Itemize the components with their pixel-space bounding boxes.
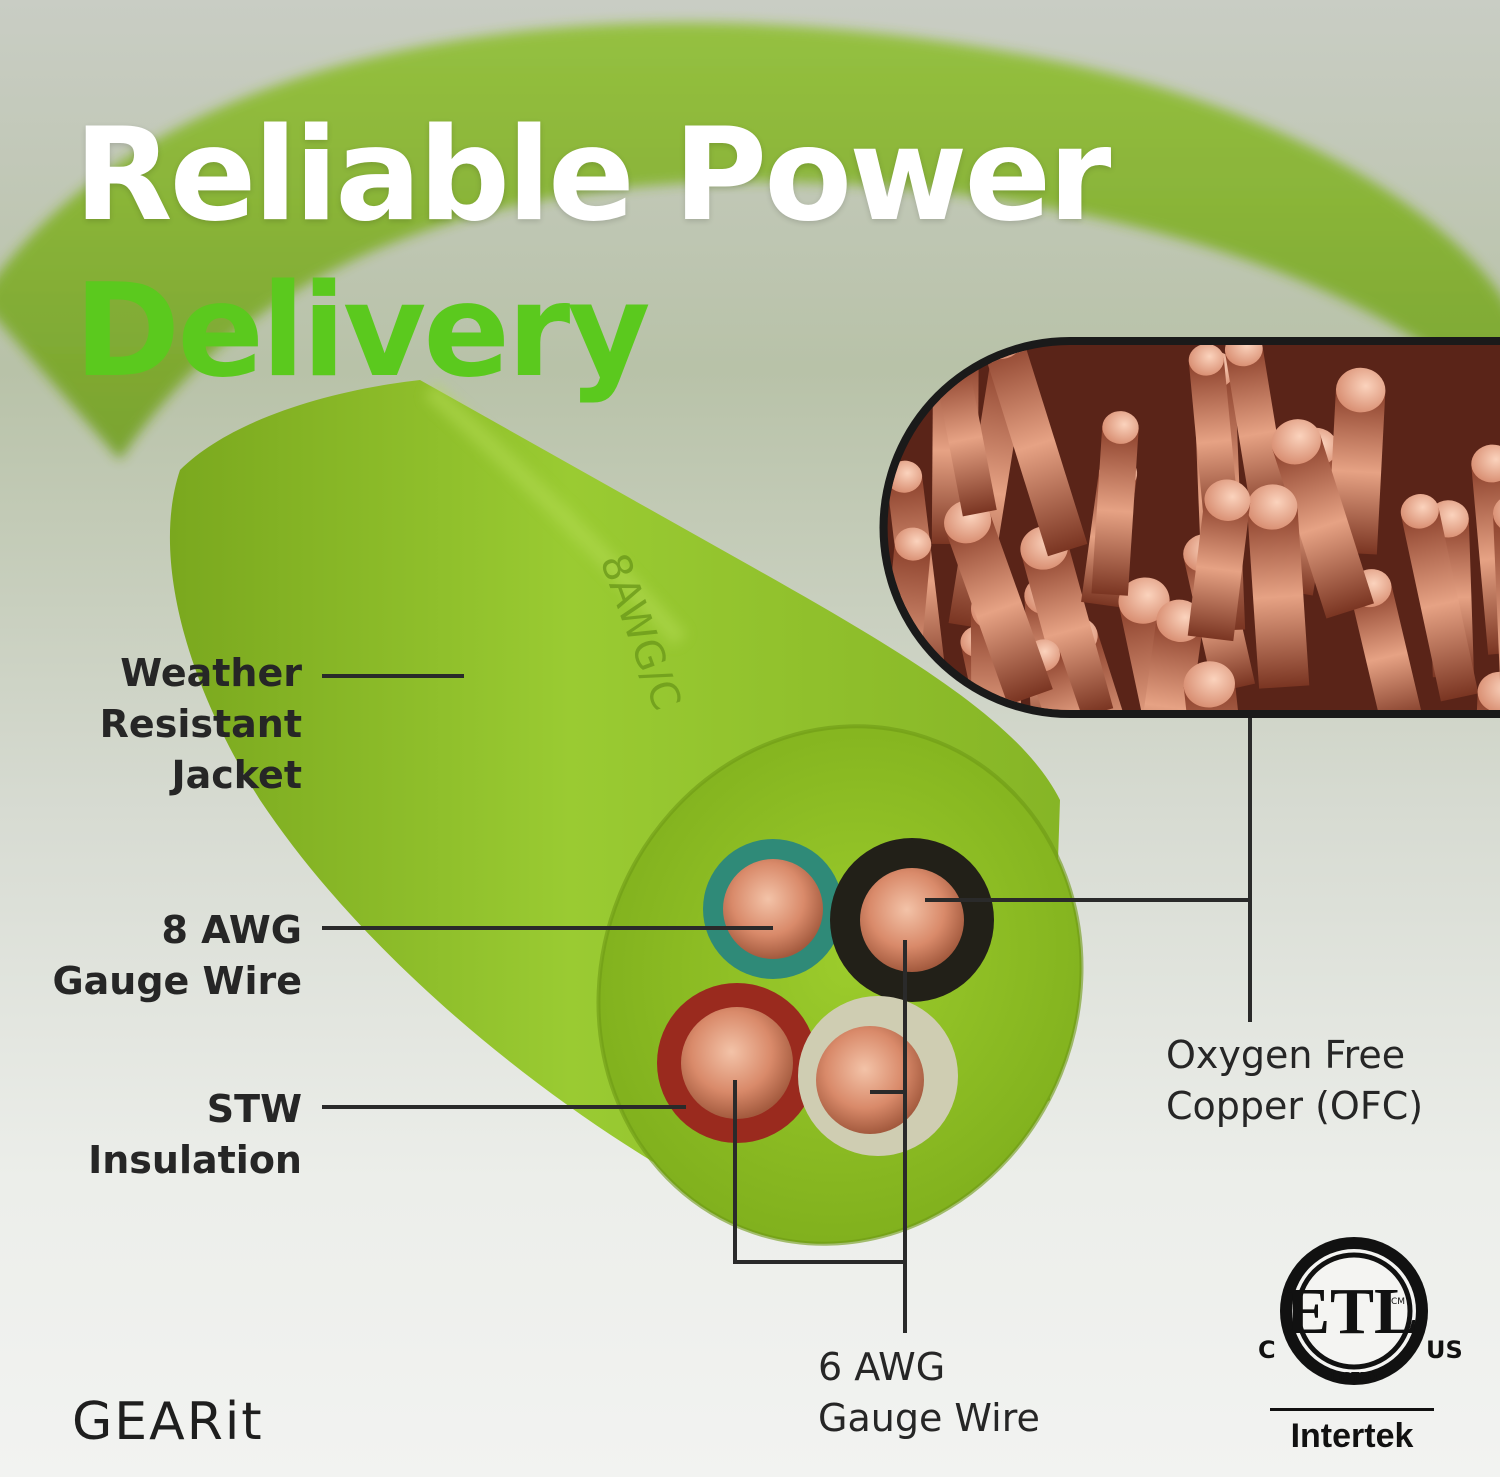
copper-strand (1118, 577, 1219, 710)
copper-strand (1400, 494, 1479, 702)
copper-strand (1091, 411, 1139, 596)
label-weather-resistant-jacket: Weather Resistant Jacket (99, 651, 302, 797)
copper-strand (1247, 484, 1310, 689)
etl-mark: ETL (1286, 1275, 1418, 1348)
copper-strand (1224, 345, 1291, 522)
etl-listed: LISTED (1330, 1370, 1377, 1384)
copper-strand (1187, 479, 1251, 642)
callout-lines (322, 674, 1252, 1333)
headline-line-1: Reliable Power (74, 101, 1111, 250)
copper-strand (1471, 444, 1500, 655)
cert-intertek: Intertek (1270, 1408, 1434, 1456)
copper-strand (1466, 671, 1500, 710)
label-6-awg-gauge-wire: 6 AWG Gauge Wire (818, 1345, 1040, 1440)
conductor-white (798, 996, 958, 1156)
brand-logo: GEARit (72, 1392, 264, 1452)
conductor-green (703, 839, 843, 979)
etl-listed-logo: ETL CM LISTED (1280, 1237, 1428, 1385)
conductor-red (657, 983, 817, 1143)
etl-cm: CM (1391, 1297, 1405, 1307)
cert-c: C (1258, 1336, 1276, 1364)
headline-line-2: Delivery (74, 257, 651, 406)
conductor-black (830, 838, 994, 1002)
cert-us: US (1426, 1336, 1463, 1364)
label-oxygen-free-copper: Oxygen Free Copper (OFC) (1166, 1033, 1424, 1128)
copper-strand (1271, 419, 1374, 619)
label-8-awg-gauge-wire: 8 AWG Gauge Wire (52, 908, 302, 1003)
copper-strand (1183, 661, 1260, 710)
callout-6awg (733, 1080, 905, 1264)
label-stw-insulation: STW Insulation (88, 1087, 302, 1182)
background-cable-arc (0, 22, 1500, 460)
copper-strands-closeup (879, 337, 1500, 718)
